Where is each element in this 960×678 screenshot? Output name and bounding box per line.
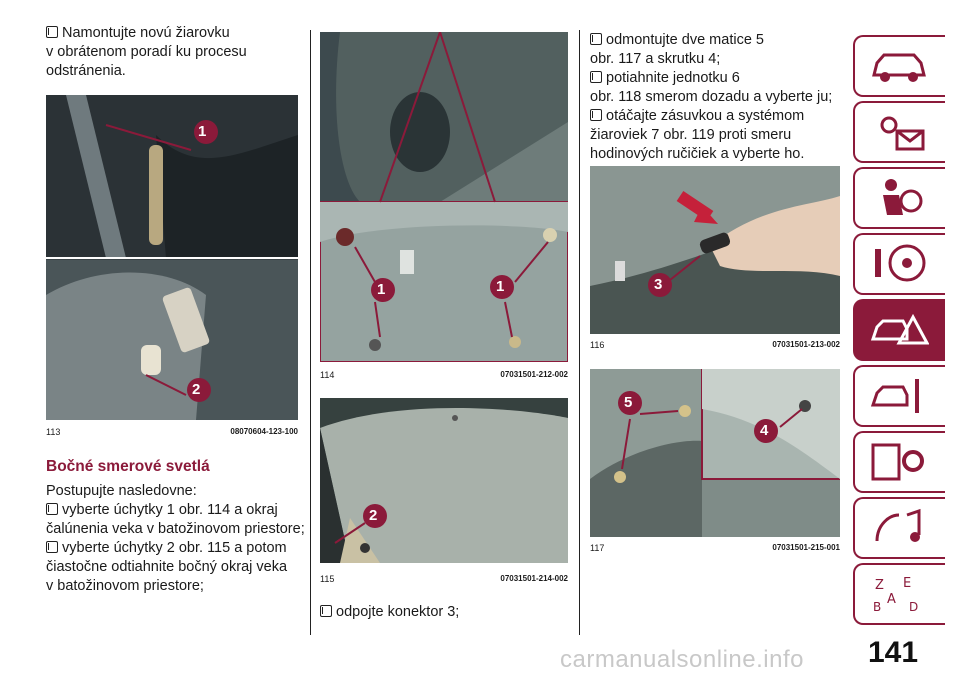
text-line: žiaroviek 7 obr. 119 proti smeru [590, 127, 792, 143]
emergency-icon [870, 313, 929, 345]
steps-col1: Postupujte nasledovne: vyberte úchytky 1… [46, 482, 308, 596]
text-line: potiahnite jednotku 6 [606, 70, 740, 86]
text-line: otáčajte zásuvkou a systémom [606, 108, 805, 124]
warning-lights-icon [880, 116, 925, 151]
text-line: odstránenia. [46, 63, 126, 79]
bullet-icon [320, 605, 332, 617]
figure-code: 07031501-214-002 [500, 574, 568, 583]
figure-code: 08070604-123-100 [230, 427, 298, 436]
multimedia-icon [875, 508, 921, 542]
car-icon [872, 53, 926, 82]
airbag-icon [883, 179, 923, 215]
callout-1a: 1 [377, 281, 386, 298]
text-line: Namontujte novú žiarovku [62, 25, 230, 41]
figure-code: 07031501-212-002 [500, 370, 568, 379]
text-line: vyberte úchytky 1 obr. 114 a okraj [62, 502, 278, 518]
tab-multimedia[interactable] [853, 497, 945, 559]
figure-number: 117 [590, 543, 605, 553]
text-line: čalúnenia veka v batožinovom priestore; [46, 521, 305, 537]
figure-code: 07031501-213-002 [772, 340, 840, 349]
tab-emergency[interactable] [853, 299, 945, 361]
caption-114: 114 07031501-212-002 [320, 370, 568, 380]
text-line: obr. 118 smerom dozadu a vyberte ju; [590, 89, 833, 105]
svg-text:Z: Z [875, 578, 884, 593]
svg-text:D: D [909, 600, 918, 614]
bullet-icon [46, 541, 58, 553]
maintenance-icon [870, 379, 919, 413]
figure-number: 116 [590, 340, 605, 350]
figure-number: 114 [320, 370, 335, 380]
text-line: čiastočne odtiahnite bočný okraj veka [46, 559, 288, 575]
figure-code: 07031501-215-001 [772, 543, 840, 552]
figure-113: 1 2 [46, 95, 298, 420]
callout-2: 2 [192, 381, 201, 398]
steps-col3: odmontujte dve matice 5 obr. 117 a skrut… [590, 31, 845, 164]
caption-115: 115 07031501-214-002 [320, 574, 568, 584]
tab-starting-driving[interactable] [853, 233, 945, 295]
callout-1: 1 [198, 123, 207, 140]
tab-maintenance[interactable] [853, 365, 945, 427]
callout-3: 3 [654, 276, 663, 293]
figure-114: 1 1 [320, 32, 568, 362]
figure-number: 115 [320, 574, 335, 584]
callout-4: 4 [760, 422, 769, 439]
callout-5: 5 [624, 394, 633, 411]
figure-117: 5 4 [590, 369, 840, 537]
step-col2: odpojte konektor 3; [320, 603, 570, 622]
bullet-icon [46, 26, 58, 38]
column-divider [310, 30, 311, 635]
page-number: 141 [868, 636, 919, 669]
caption-116: 116 07031501-213-002 [590, 340, 840, 350]
text-line: obr. 117 a skrutku 4; [590, 51, 721, 67]
steering-wheel-icon [875, 244, 926, 282]
bullet-icon [590, 71, 602, 83]
figure-number: 113 [46, 427, 61, 437]
tab-safety[interactable] [853, 167, 945, 229]
index-icon: Z EAB D [873, 576, 918, 614]
column-divider [579, 30, 580, 635]
tab-technical-data[interactable] [853, 431, 945, 493]
callout-2: 2 [369, 507, 378, 524]
figure-116: 3 [590, 166, 840, 334]
figure-115: 2 [320, 398, 568, 563]
bullet-icon [46, 503, 58, 515]
text-line: hodinových ručičiek a vyberte ho. [590, 146, 805, 162]
svg-text:B: B [873, 600, 881, 614]
text-line: vyberte úchytky 2 obr. 115 a potom [62, 540, 287, 556]
text-line: odmontujte dve matice 5 [606, 32, 764, 48]
caption-117: 117 07031501-215-001 [590, 543, 840, 553]
section-title: Bočné smerové svetlá [46, 458, 210, 475]
steps-intro: Postupujte nasledovne: [46, 483, 197, 499]
svg-text:E: E [903, 576, 911, 591]
caption-113: 113 08070604-123-100 [46, 427, 298, 437]
intro-text: Namontujte novú žiarovku v obrátenom por… [46, 24, 301, 81]
bullet-icon [590, 109, 602, 121]
settings-list-icon [871, 443, 924, 481]
tab-warning-lights[interactable] [853, 101, 945, 163]
callout-1b: 1 [496, 278, 505, 295]
text-line: odpojte konektor 3; [336, 604, 460, 620]
bullet-icon [590, 33, 602, 45]
text-line: v obrátenom poradí ku procesu [46, 44, 247, 60]
tab-car[interactable] [853, 35, 945, 97]
svg-text:A: A [887, 592, 896, 607]
text-line: v batožinovom priestore; [46, 578, 204, 594]
watermark: carmanualsonline.info [560, 646, 804, 673]
